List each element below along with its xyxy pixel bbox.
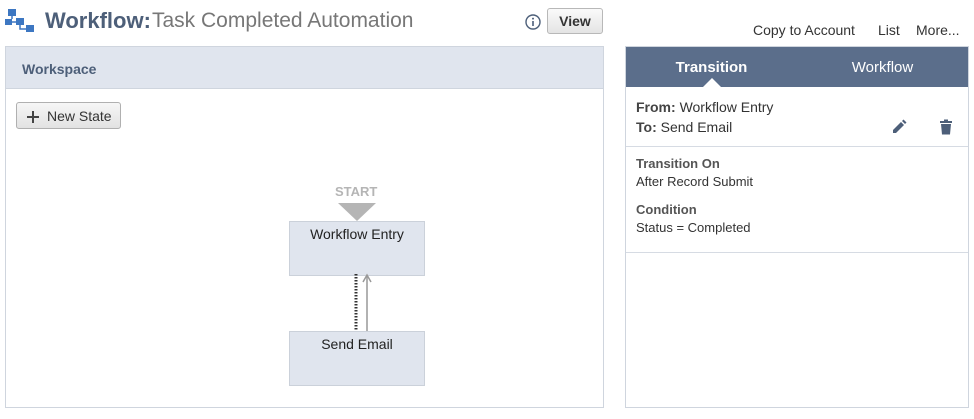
workflow-icon [4,8,36,34]
new-state-button[interactable]: New State [16,102,121,129]
page-title-label: Workflow: [45,8,151,33]
workspace-title: Workspace [22,61,97,77]
copy-to-account-link[interactable]: Copy to Account [753,22,855,38]
details-panel: Transition Workflow From: Workflow Entry… [625,46,969,408]
tab-bar: Transition Workflow [626,47,968,87]
workspace-header: Workspace [6,47,603,89]
transition-from: From: Workflow Entry [636,99,773,115]
tab-workflow[interactable]: Workflow [851,58,914,76]
to-label: To: [636,119,657,135]
view-button[interactable]: View [547,8,603,34]
condition-value: Status = Completed [636,220,751,235]
workspace-panel: Workspace New State START Workflow Entry… [5,46,604,408]
new-state-label: New State [47,107,112,124]
start-label: START [335,184,378,199]
info-icon[interactable] [525,14,541,30]
list-link[interactable]: List [878,22,900,38]
active-tab-pointer [703,78,721,87]
page-title: Task Completed Automation [152,9,414,32]
to-value: Send Email [660,119,733,135]
edit-icon[interactable] [891,119,907,135]
state-send-email[interactable]: Send Email [289,331,425,386]
from-value: Workflow Entry [679,99,774,115]
transition-on-value: After Record Submit [636,174,754,189]
more-menu-link[interactable]: More... [916,22,960,38]
transition-to: To: Send Email [636,119,732,135]
condition-label: Condition [636,202,697,217]
from-label: From: [636,99,676,115]
divider [626,252,968,253]
delete-icon[interactable] [938,119,954,135]
transition-connector[interactable] [346,272,376,334]
transition-on-label: Transition On [636,156,720,171]
divider [626,146,968,147]
start-arrow-icon [337,202,377,222]
plus-icon [27,110,39,123]
tab-transition[interactable]: Transition [675,58,748,76]
state-workflow-entry[interactable]: Workflow Entry [289,221,425,276]
